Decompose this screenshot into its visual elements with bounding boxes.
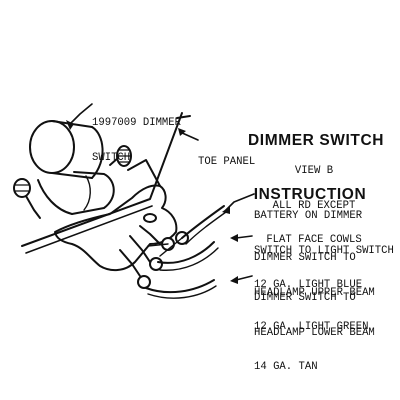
- callout-wire-blue-line-2: SWITCH TO LIGHT SWITCH: [254, 244, 394, 257]
- callout-toe-panel: TOE PANEL: [198, 134, 255, 192]
- wire-tan: [145, 279, 217, 299]
- switch-body: [29, 120, 115, 215]
- callout-wire-light-blue: BATTERY ON DIMMER SWITCH TO LIGHT SWITCH…: [254, 188, 394, 315]
- callout-dimmer-switch-line-2: SWITCH: [92, 151, 131, 164]
- callout-wire-green-line-2: HEADLAMP UPPER BEAM: [254, 286, 375, 299]
- callout-wire-green-line-1: DIMMER SWITCH TO: [254, 252, 356, 264]
- view-line-2: FLAT FACE COWLS: [266, 234, 362, 246]
- toe-panel-rod: [21, 112, 191, 254]
- callout-wire-tan: DIMMER SWITCH TO HEADLAMP LOWER BEAM 14 …: [254, 270, 375, 397]
- title-line-2: INSTRUCTION: [253, 186, 367, 203]
- callout-toe-panel-line-1: TOE PANEL: [198, 156, 256, 168]
- mounting-screw: [13, 178, 41, 219]
- view-line-1: ALL RD EXCEPT: [272, 199, 356, 212]
- leader-lines: [66, 103, 255, 284]
- callout-wire-light-green: DIMMER SWITCH TO HEADLAMP UPPER BEAM 12 …: [254, 230, 375, 357]
- callout-wire-green-line-3: 12 GA. LIGHT GREEN: [254, 321, 369, 333]
- callout-wire-blue-line-1: BATTERY ON DIMMER: [254, 210, 363, 222]
- callout-wire-tan-line-3: 14 GA. TAN: [254, 361, 318, 373]
- callout-wire-tan-line-1: DIMMER SWITCH TO: [254, 292, 356, 304]
- wire-light-green: [157, 241, 219, 271]
- adjuster-knob: [109, 145, 132, 167]
- callout-wire-tan-line-2: HEADLAMP LOWER BEAM: [254, 326, 375, 339]
- callout-dimmer-switch-line-1: 1997009 DIMMER: [92, 117, 182, 129]
- diagram-title: DIMMER SWITCH INSTRUCTION: [248, 96, 385, 240]
- title-line-1: DIMMER SWITCH: [248, 132, 385, 149]
- callout-dimmer-switch: 1997009 DIMMER SWITCH: [92, 95, 181, 187]
- callout-wire-blue-line-3: 12 GA. LIGHT BLUE: [254, 279, 363, 291]
- mounting-bracket: [54, 159, 178, 272]
- wire-light-blue: [181, 205, 227, 245]
- view-heading: VIEW B: [294, 165, 334, 177]
- terminal-connectors: [119, 225, 189, 289]
- view-caption: VIEW B ALL RD EXCEPT FLAT FACE COWLS: [254, 143, 374, 270]
